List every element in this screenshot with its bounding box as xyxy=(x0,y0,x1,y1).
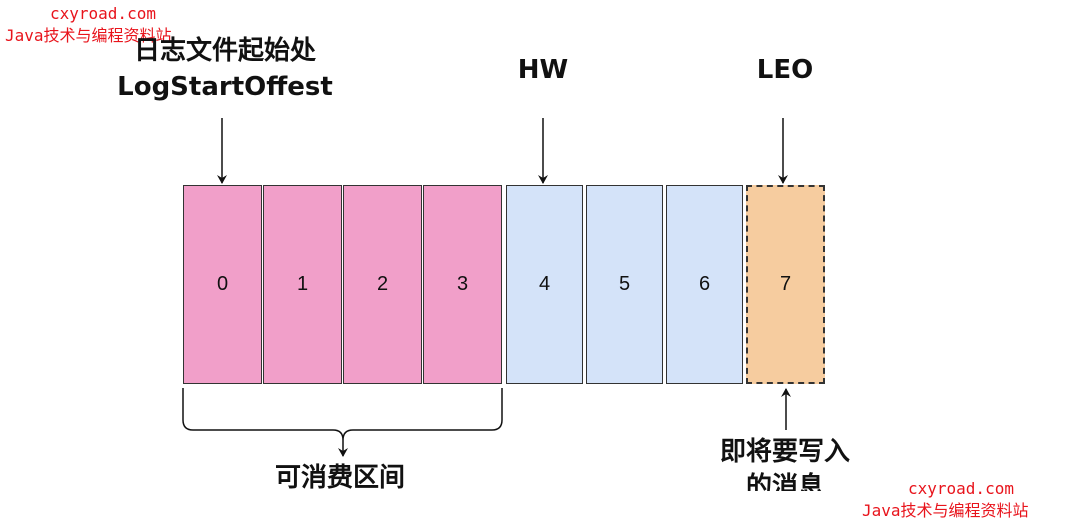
cell-offset: 7 xyxy=(779,273,792,295)
cell-offset: 2 xyxy=(376,273,389,295)
leo-label: LEO xyxy=(756,55,814,85)
watermark-site-top: cxyroad.com xyxy=(50,4,156,23)
consumable-range-label: 可消费区间 xyxy=(274,463,405,493)
watermark-site-bottom: cxyroad.com xyxy=(908,479,1014,498)
cell-offset: 3 xyxy=(456,273,469,295)
cell-offset: 1 xyxy=(296,273,309,295)
log-start-label-en: LogStartOffest xyxy=(117,72,333,102)
log-cell-1: 1 xyxy=(263,185,342,384)
consumable-brace xyxy=(182,388,503,441)
pending-label-line2: 的消息 xyxy=(745,472,824,502)
log-cell-3: 3 xyxy=(423,185,502,384)
log-cell-6: 6 xyxy=(666,185,743,384)
log-cell-4: 4 xyxy=(506,185,583,384)
cell-offset: 0 xyxy=(216,273,229,295)
log-cell-7-pending: 7 xyxy=(746,185,825,384)
cell-offset: 5 xyxy=(618,273,631,295)
hw-label: HW xyxy=(517,55,569,85)
log-cell-2: 2 xyxy=(343,185,422,384)
pending-label-line1: 即将要写入 xyxy=(719,437,850,467)
log-cell-5: 5 xyxy=(586,185,663,384)
log-cell-0: 0 xyxy=(183,185,262,384)
watermark-tagline-top: Java技术与编程资料站 xyxy=(5,26,172,45)
log-start-label-cn: 日志文件起始处 xyxy=(133,36,316,66)
cell-offset: 6 xyxy=(698,273,711,295)
watermark-tagline-bottom: Java技术与编程资料站 xyxy=(862,501,1029,520)
cell-offset: 4 xyxy=(538,273,551,295)
